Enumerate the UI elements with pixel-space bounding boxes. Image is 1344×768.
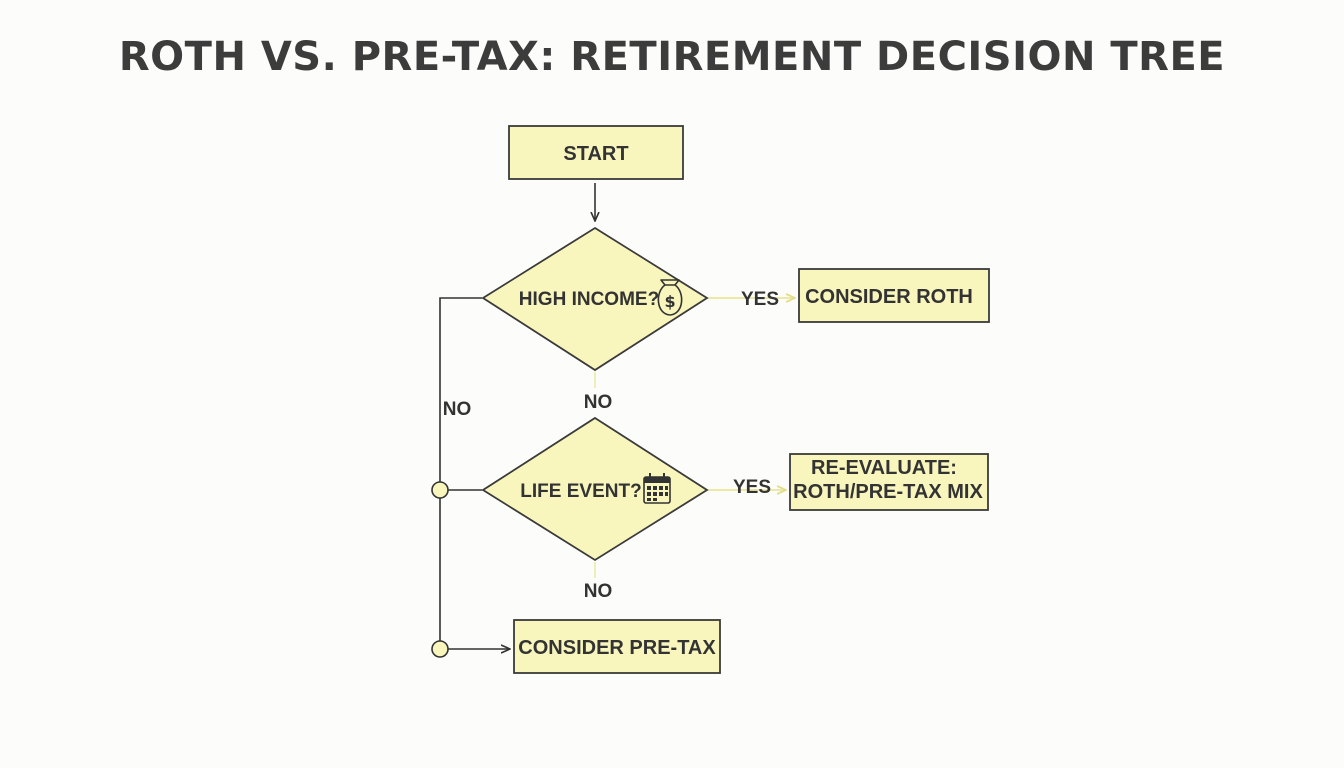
income-no-side-label: NO (443, 399, 472, 420)
page-title: ROTH VS. PRE-TAX: RETIREMENT DECISION TR… (118, 34, 1226, 80)
connector-income-no-side (439, 297, 482, 649)
junction-node-life-event (431, 481, 449, 499)
consider-roth-node: CONSIDER ROTH (798, 268, 990, 323)
consider-pretax-label: CONSIDER PRE-TAX (518, 637, 716, 659)
consider-pretax-node: CONSIDER PRE-TAX (513, 619, 721, 674)
svg-text:$: $ (664, 292, 675, 311)
high-income-label: HIGH INCOME? (519, 289, 659, 310)
calendar-icon (643, 473, 671, 504)
life-event-decision: LIFE EVENT? (481, 416, 709, 562)
life-event-yes-label: YES (733, 477, 771, 498)
income-no-down-label: NO (584, 392, 613, 413)
life-event-label: LIFE EVENT? (520, 481, 641, 502)
money-bag-icon: $ (657, 279, 683, 316)
income-yes-label: YES (741, 289, 779, 310)
re-evaluate-node: RE-EVALUATE: ROTH/PRE-TAX MIX (789, 453, 989, 511)
start-label: START (563, 143, 628, 165)
life-event-no-label: NO (584, 581, 613, 602)
start-node: START (508, 125, 684, 180)
re-evaluate-label-line1: RE-EVALUATE: (811, 457, 957, 479)
consider-roth-label: CONSIDER ROTH (805, 286, 973, 308)
high-income-decision: HIGH INCOME? $ (481, 226, 709, 372)
re-evaluate-label-line2: ROTH/PRE-TAX MIX (793, 481, 983, 503)
junction-node-pretax (431, 640, 449, 658)
